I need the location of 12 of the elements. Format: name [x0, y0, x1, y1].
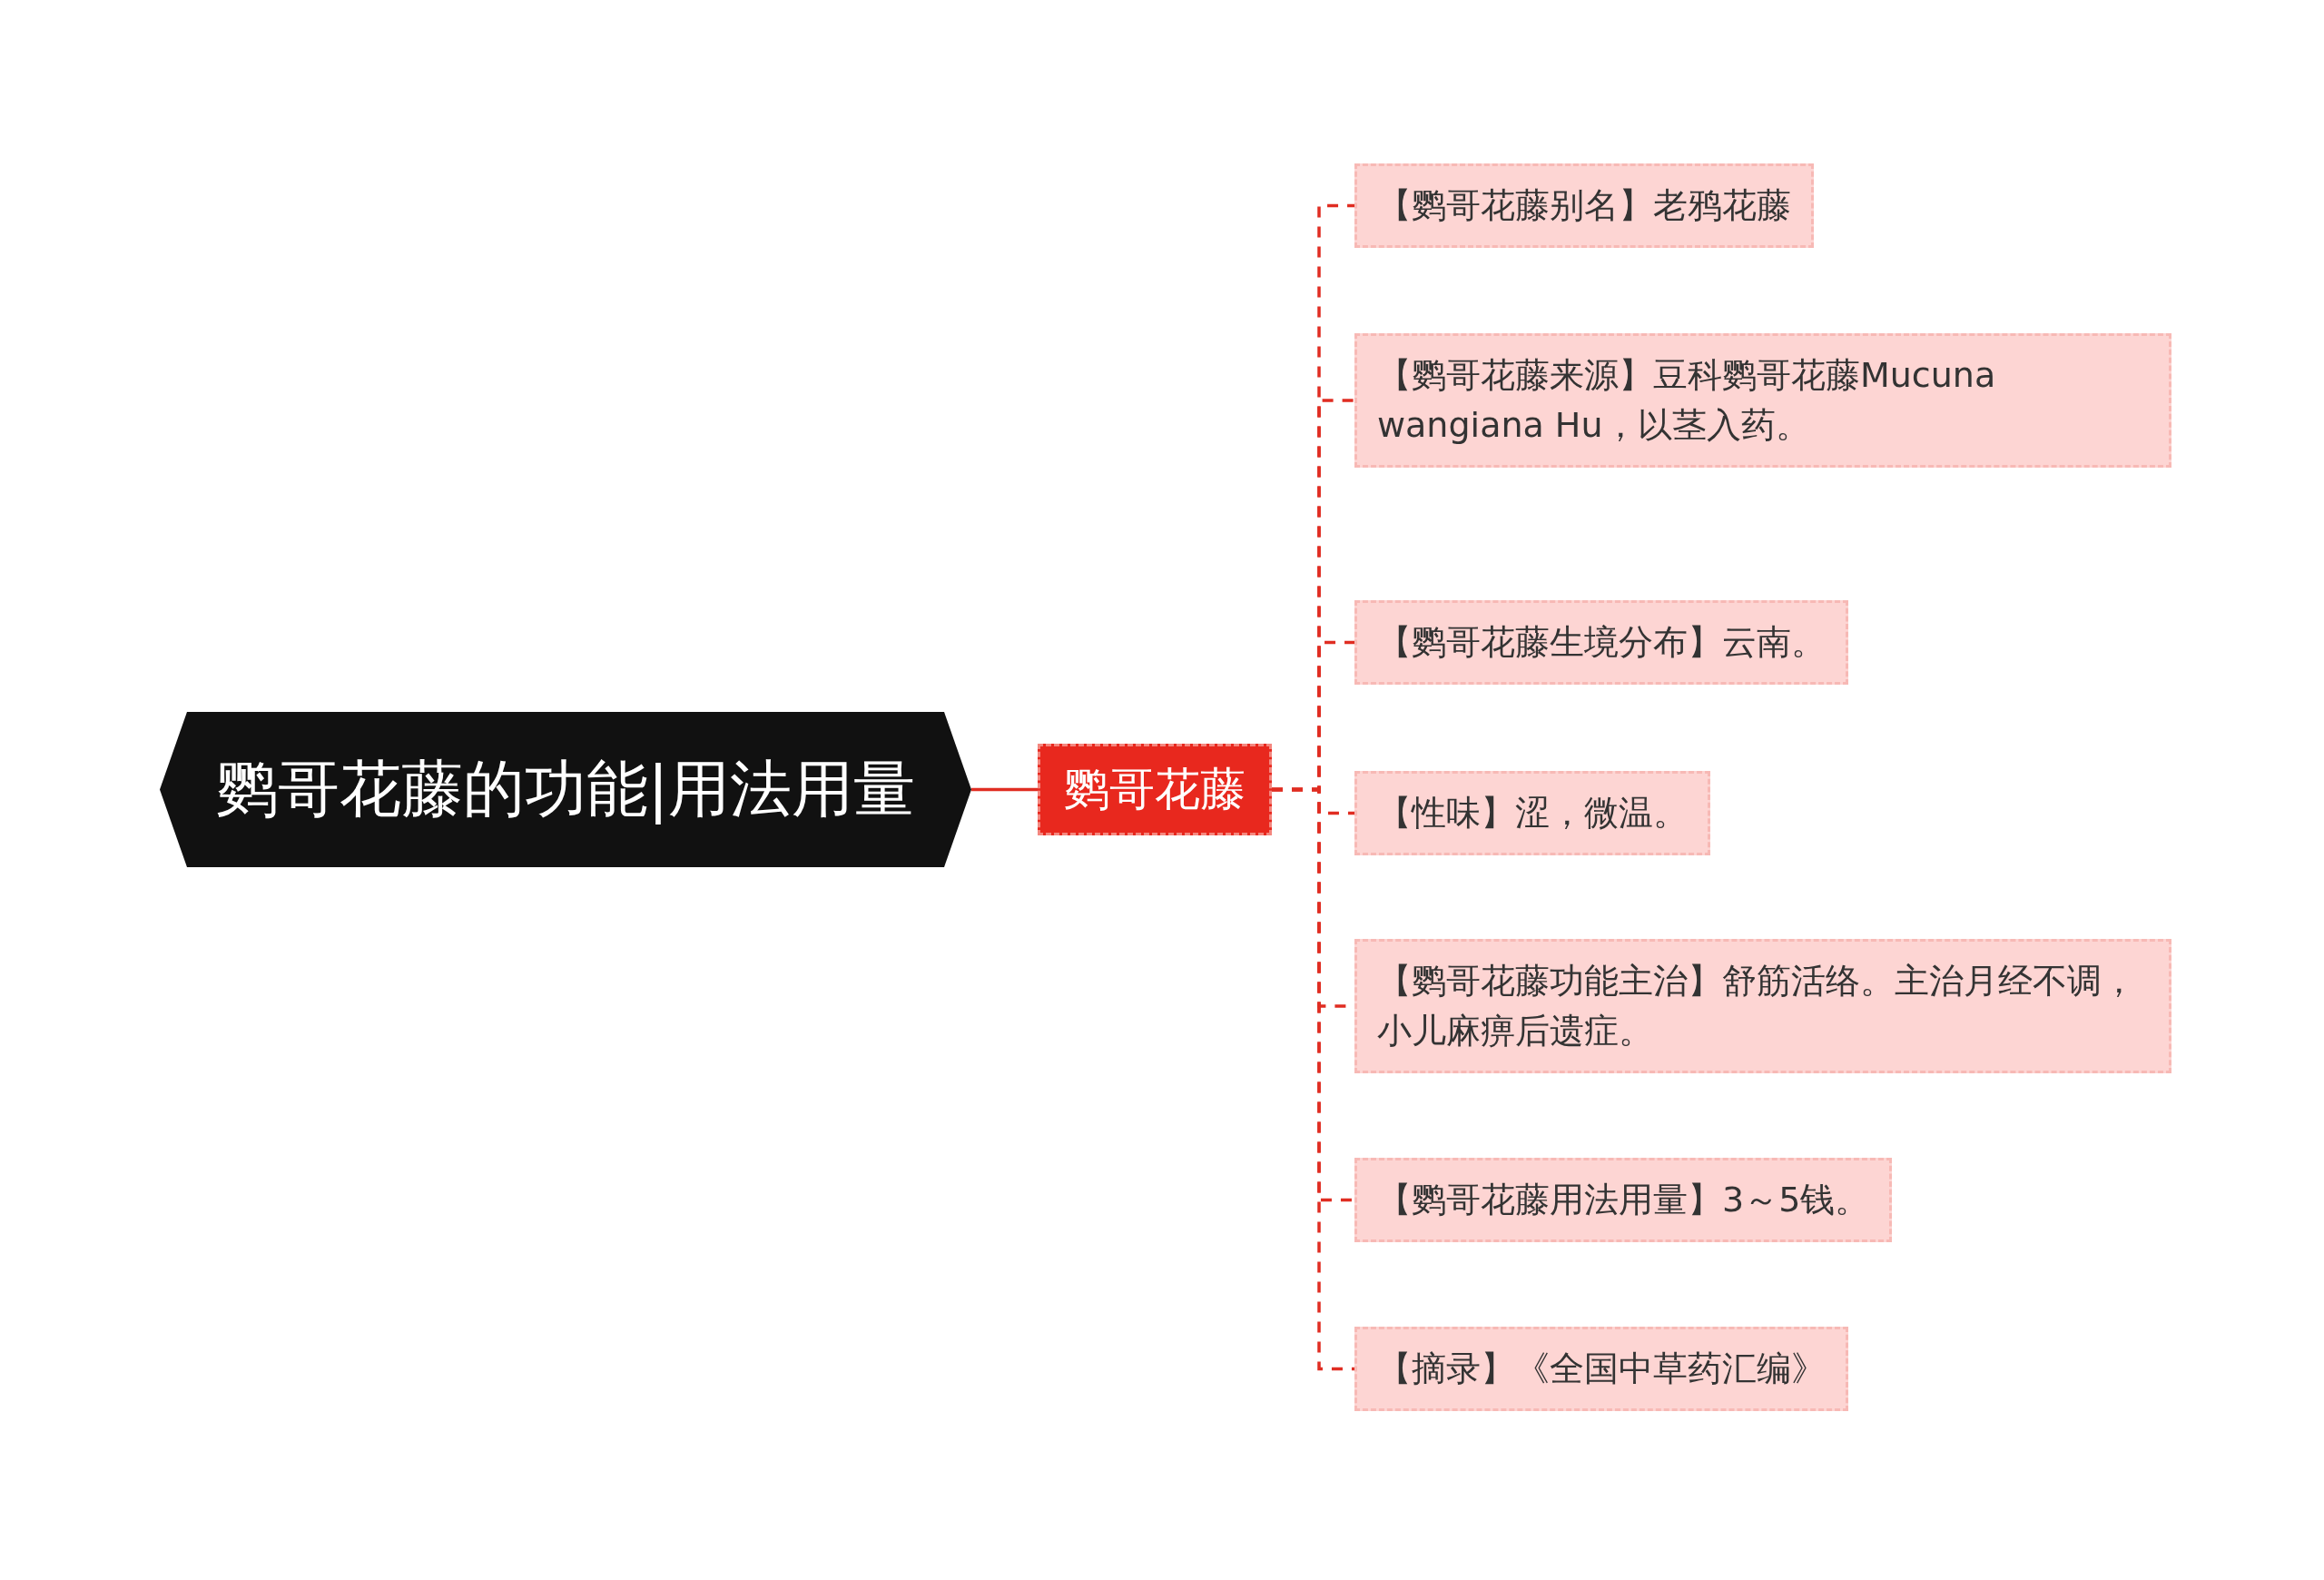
title-hexagon: [160, 712, 971, 867]
detail-box: 【鹦哥花藤生境分布】云南。: [1354, 600, 1848, 686]
detail-box: 【摘录】《全国中草药汇编》: [1354, 1327, 1848, 1412]
detail-box: 【鹦哥花藤功能主治】舒筋活络。主治月经不调，小儿麻痹后遗症。: [1354, 939, 2171, 1074]
detail-box: 【鹦哥花藤用法用量】3～5钱。: [1354, 1158, 1893, 1243]
topic-box: 鹦哥花藤: [1038, 744, 1272, 835]
connector-line: [1272, 787, 1354, 1371]
detail-box: 【鹦哥花藤来源】豆科鹦哥花藤Mucuna wangiana Hu，以茎入药。: [1354, 333, 2171, 469]
detail-box: 【性味】涩，微温。: [1354, 771, 1710, 856]
detail-box: 【鹦哥花藤别名】老鸦花藤: [1354, 163, 1814, 249]
title-text: 鹦哥花藤的功能|用法用量: [215, 752, 916, 826]
connector-line: [971, 787, 1038, 792]
